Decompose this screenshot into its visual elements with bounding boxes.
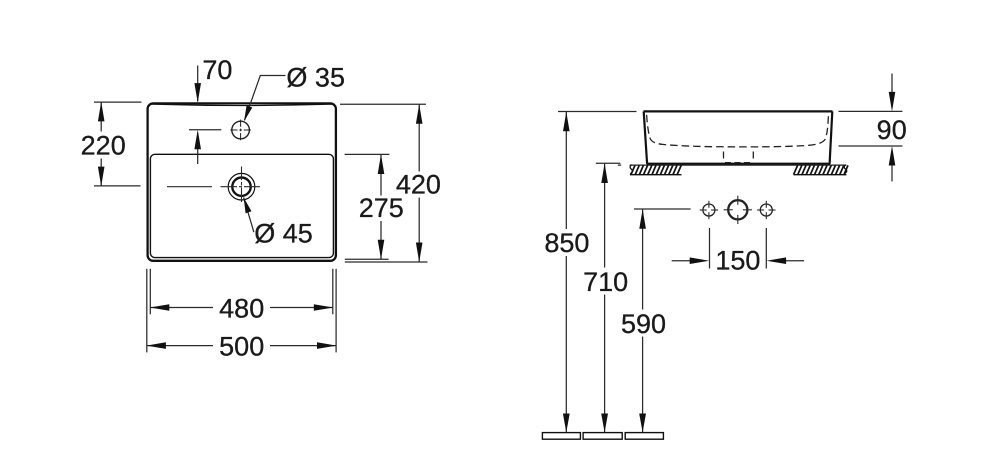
svg-text:590: 590	[621, 309, 666, 339]
svg-text:220: 220	[81, 131, 126, 161]
svg-text:480: 480	[219, 294, 264, 324]
svg-text:90: 90	[877, 115, 907, 145]
svg-text:Ø 35: Ø 35	[286, 63, 345, 93]
svg-text:150: 150	[715, 246, 760, 276]
svg-text:420: 420	[396, 170, 441, 200]
svg-text:70: 70	[202, 55, 232, 85]
svg-text:710: 710	[583, 267, 628, 297]
svg-text:500: 500	[219, 332, 264, 362]
svg-text:850: 850	[544, 228, 589, 258]
svg-text:Ø 45: Ø 45	[254, 219, 313, 249]
svg-text:275: 275	[359, 193, 404, 223]
